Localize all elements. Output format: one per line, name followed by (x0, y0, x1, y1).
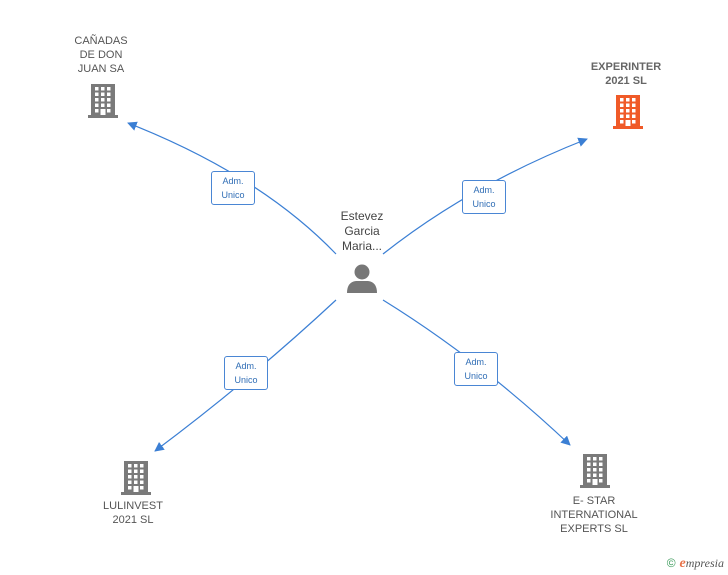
edge-label-lulinvest[interactable]: Adm. Unico (224, 356, 268, 390)
building-icon[interactable] (580, 454, 610, 488)
copyright-icon: © (666, 556, 676, 570)
edge-label-canadas[interactable]: Adm. Unico (211, 171, 255, 205)
edge-label-type: Unico (221, 190, 245, 200)
edge-label-role: Adm. (222, 176, 244, 186)
company-name-canadas[interactable]: CAÑADAS DE DON JUAN SA (74, 35, 128, 75)
company-name-experinter[interactable]: EXPERINTER 2021 SL (590, 61, 662, 87)
company-name-lulinvest[interactable]: LULINVEST 2021 SL (103, 500, 163, 526)
company-name-estar[interactable]: E- STAR INTERNATIONAL EXPERTS SL (550, 495, 638, 535)
edge-label-role: Adm. (235, 361, 257, 371)
edge-label-experinter[interactable]: Adm. Unico (462, 180, 506, 214)
person-icon[interactable] (347, 264, 377, 294)
building-icon[interactable] (613, 95, 643, 129)
building-icon[interactable] (121, 461, 151, 495)
edge-label-role: Adm. (465, 357, 487, 367)
edge-label-type: Unico (472, 199, 496, 209)
edge-label-type: Unico (464, 371, 488, 381)
center-person-name[interactable]: Estevez Garcia Maria... (340, 209, 384, 253)
edge-label-role: Adm. (473, 185, 495, 195)
edge-label-estar[interactable]: Adm. Unico (454, 352, 498, 386)
building-icon[interactable] (88, 84, 118, 118)
edge-label-type: Unico (234, 375, 258, 385)
empresia-logo[interactable]: ©empresia (666, 556, 724, 571)
